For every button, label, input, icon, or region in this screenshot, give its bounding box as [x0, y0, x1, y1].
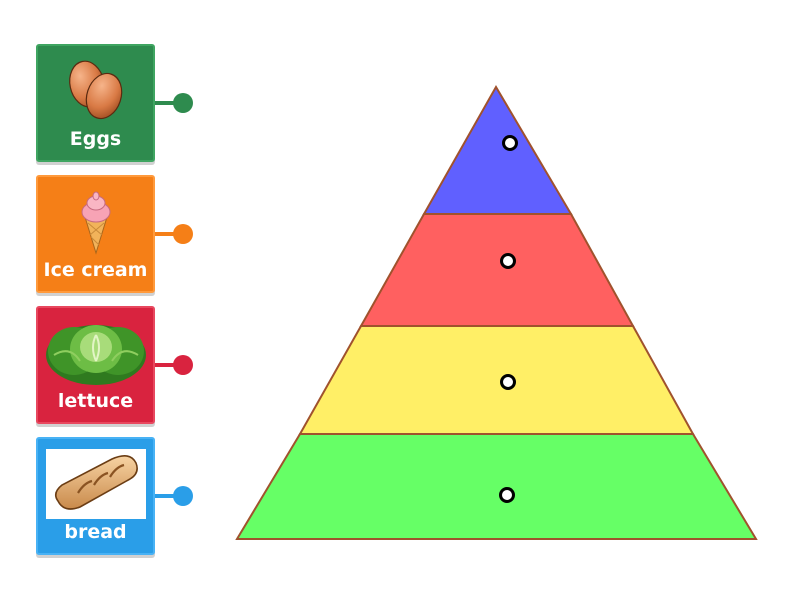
connector-handle-eggs[interactable] — [173, 93, 193, 113]
pyramid-level-lower-middle — [298, 325, 695, 435]
connector-line — [155, 363, 179, 367]
connector-line — [155, 232, 179, 236]
drop-target-upper-middle[interactable] — [500, 253, 516, 269]
eggs-icon — [38, 52, 153, 130]
card-label-bread: bread — [64, 521, 127, 543]
card-lettuce[interactable]: lettuce — [36, 306, 155, 424]
pyramid-level-upper-middle — [359, 213, 635, 327]
connector-ice-cream[interactable] — [155, 224, 193, 244]
card-bread[interactable]: bread — [36, 437, 155, 555]
connector-handle-ice-cream[interactable] — [173, 224, 193, 244]
card-label-ice-cream: Ice cream — [43, 259, 148, 281]
card-eggs[interactable]: Eggs — [36, 44, 155, 162]
drop-target-top[interactable] — [502, 135, 518, 151]
connector-eggs[interactable] — [155, 93, 193, 113]
connector-handle-lettuce[interactable] — [173, 355, 193, 375]
connector-bread[interactable] — [155, 486, 193, 506]
connector-handle-bread[interactable] — [173, 486, 193, 506]
connector-lettuce[interactable] — [155, 355, 193, 375]
connector-line — [155, 494, 179, 498]
bread-icon — [38, 445, 153, 523]
card-label-eggs: Eggs — [69, 128, 122, 150]
ice-cream-icon — [38, 183, 153, 261]
card-label-lettuce: lettuce — [57, 390, 134, 412]
drop-target-lower-middle[interactable] — [500, 374, 516, 390]
pyramid-level-base — [235, 433, 758, 540]
lettuce-icon — [38, 314, 153, 392]
pyramid-level-top — [422, 85, 573, 215]
card-ice-cream[interactable]: Ice cream — [36, 175, 155, 293]
connector-line — [155, 101, 179, 105]
drop-target-base[interactable] — [499, 487, 515, 503]
